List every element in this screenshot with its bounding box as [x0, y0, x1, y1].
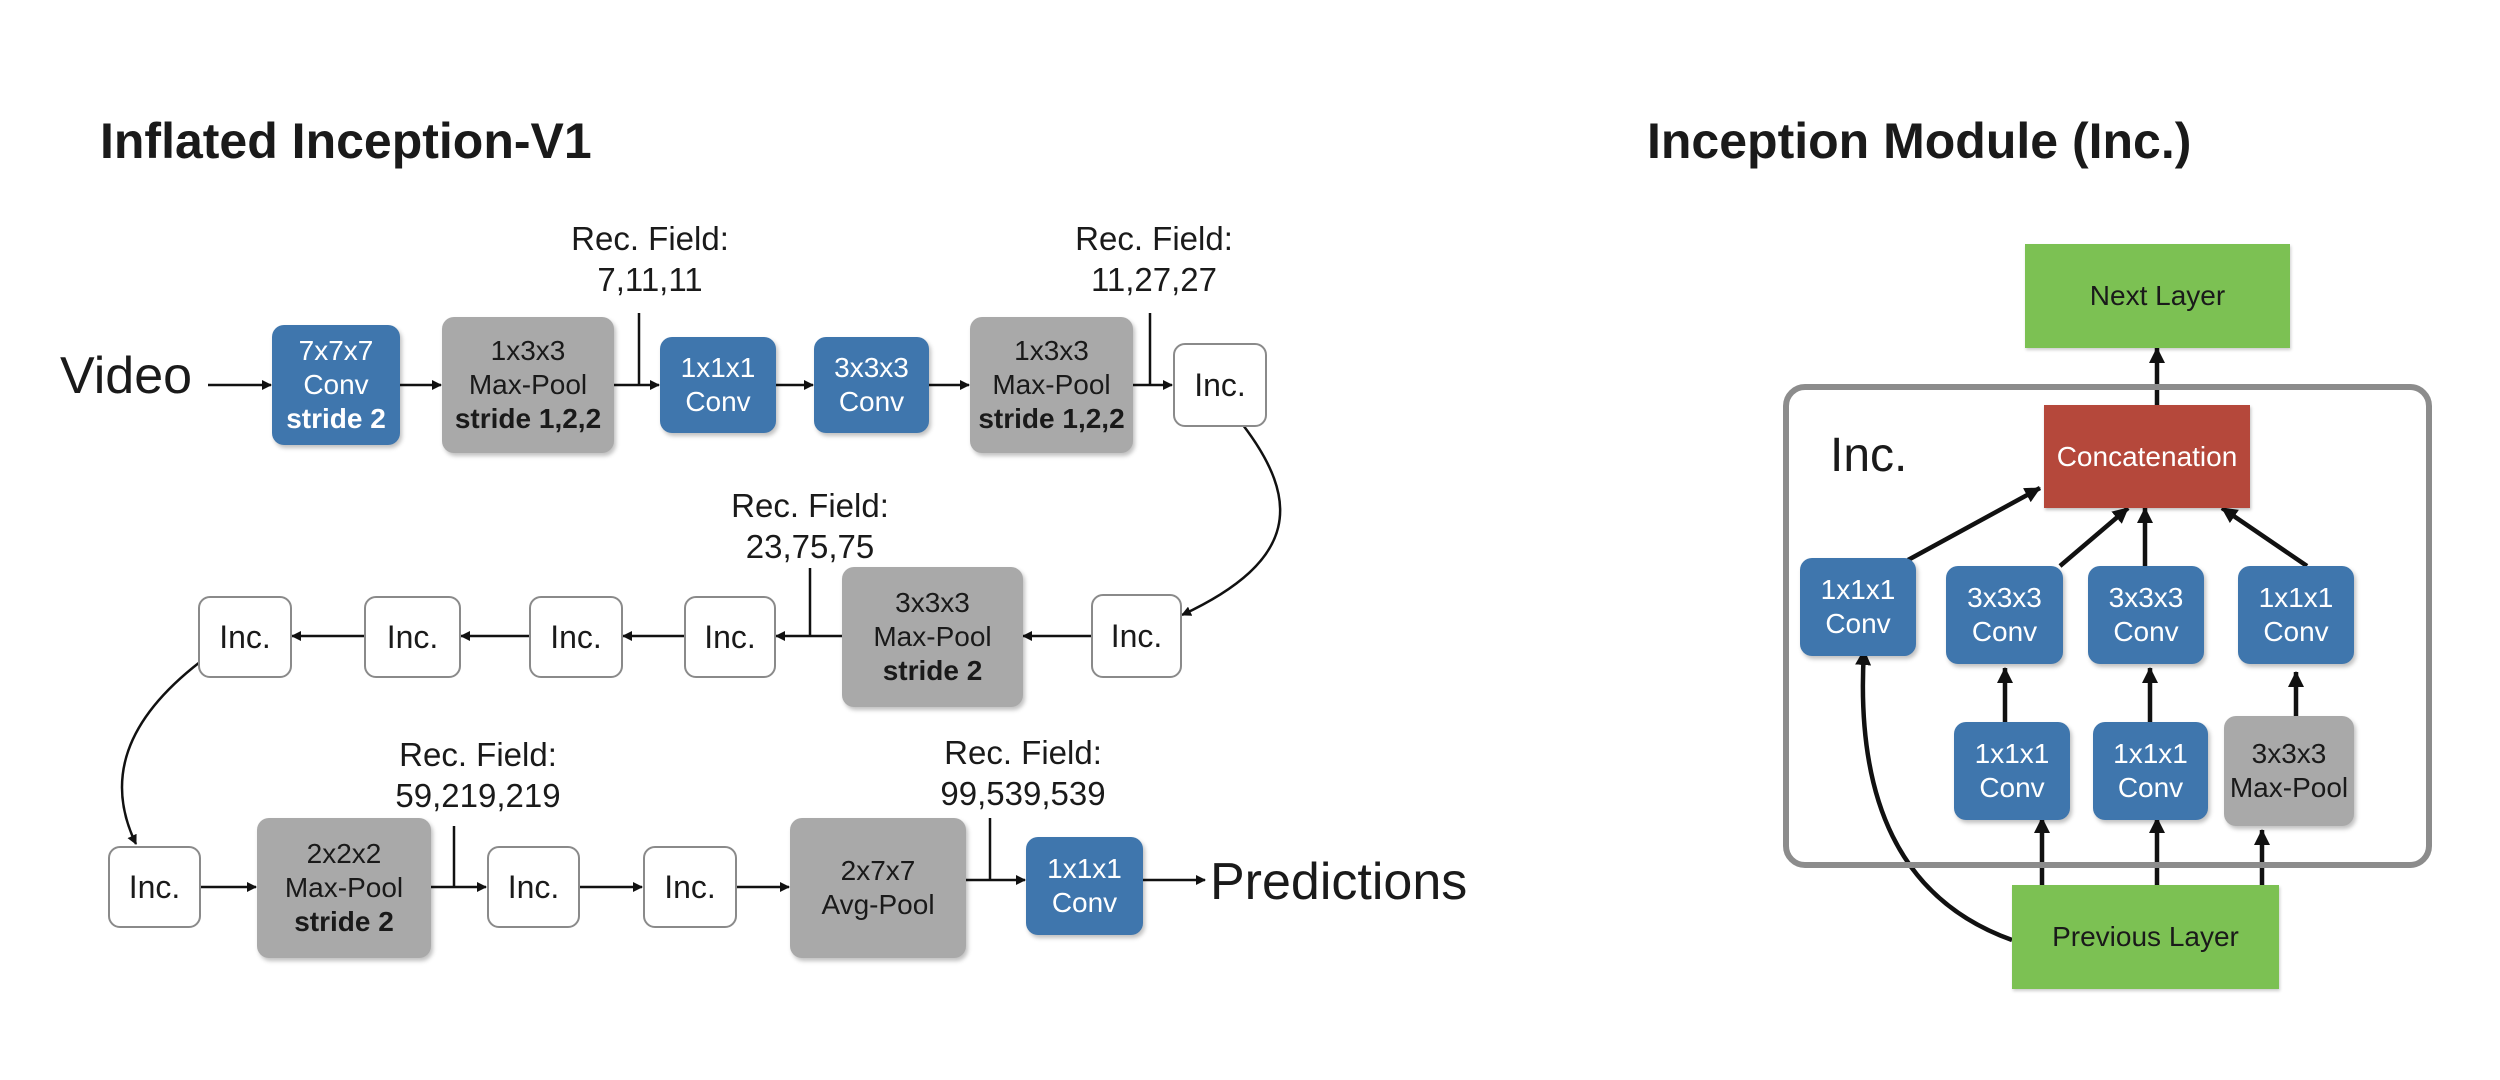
- box-line-1: 3x3x3: [2108, 582, 2184, 613]
- box-line-1: 1x1x1: [1974, 738, 2050, 769]
- module-conv-1x1x1-a: 1x1x1 Conv: [1800, 558, 1916, 656]
- box-line-1: 1x1x1: [680, 352, 756, 383]
- box-line-1: 2x7x7: [840, 855, 916, 886]
- arrow-conv-d-to-concat: [2220, 506, 2309, 568]
- conv-1x1x1-a: 1x1x1 Conv: [660, 337, 776, 433]
- inception-module-frame: [1783, 384, 2432, 868]
- box-line-2: Conv: [685, 386, 751, 417]
- rec-field-1-value: 7,11,11: [597, 261, 703, 298]
- rec-field-2: Rec. Field: 11,27,27: [1024, 218, 1284, 300]
- box-line-2: Conv: [2117, 772, 2184, 803]
- rec-field-2-label: Rec. Field:: [1075, 220, 1233, 257]
- module-conv-1x1x1-b: 1x1x1 Conv: [1954, 722, 2070, 820]
- module-conv-1x1x1-c: 1x1x1 Conv: [2093, 722, 2208, 820]
- conv-3x3x3-a: 3x3x3 Conv: [814, 337, 929, 433]
- arrow-conv-a-to-concat: [1906, 486, 2042, 562]
- box-line-3: stride 1,2,2: [978, 403, 1125, 434]
- box-line-3: stride 2: [294, 906, 394, 937]
- box-line-2: Conv: [1825, 608, 1891, 639]
- box-line-1: 3x3x3: [895, 587, 970, 618]
- rec-field-5-value: 99,539,539: [940, 775, 1106, 812]
- rec-field-5: Rec. Field: 99,539,539: [893, 732, 1153, 814]
- inc-r2-right: Inc.: [1091, 594, 1182, 678]
- conv-7x7x7-stride2: 7x7x7 Conv stride 2: [272, 325, 400, 445]
- box-line-1: 3x3x3: [834, 352, 909, 383]
- box-line-1: 1x1x1: [1047, 853, 1122, 884]
- box-line-2: Avg-Pool: [821, 889, 935, 920]
- inc-r1: Inc.: [1173, 343, 1267, 427]
- box-line-2: Max-Pool: [873, 621, 992, 652]
- rec-field-3-value: 23,75,75: [745, 528, 875, 565]
- box-line-2: Max-Pool: [2229, 772, 2349, 803]
- output-label-predictions: Predictions: [1210, 853, 1468, 911]
- maxpool-3x3x3-stride2: 3x3x3 Max-Pool stride 2: [842, 567, 1023, 707]
- inception-frame-label: Inc.: [1830, 429, 1908, 482]
- rec-field-3-label: Rec. Field:: [731, 487, 889, 524]
- inc-r3-a: Inc.: [108, 846, 201, 928]
- module-conv-3x3x3-b: 3x3x3 Conv: [2088, 566, 2204, 664]
- previous-layer-box: Previous Layer: [2012, 885, 2279, 989]
- arrow-row1-to-row2: [1181, 424, 1282, 617]
- next-layer-box: Next Layer: [2025, 244, 2290, 348]
- right-title: Inception Module (Inc.): [1647, 113, 2192, 169]
- box-line-3: stride 1,2,2: [454, 403, 602, 434]
- box-line-2: Conv: [1051, 887, 1118, 918]
- box-line-3: stride 2: [882, 655, 983, 686]
- rec-field-3: Rec. Field: 23,75,75: [680, 485, 940, 567]
- box-line-1: 7x7x7: [298, 335, 374, 366]
- box-line-1: 1x1x1: [2258, 582, 2334, 613]
- inc-r2-a: Inc.: [684, 596, 776, 678]
- box-line-2: Max-Pool: [468, 369, 588, 400]
- avgpool-2x7x7: 2x7x7 Avg-Pool: [790, 818, 966, 958]
- maxpool-2x2x2-stride2: 2x2x2 Max-Pool stride 2: [257, 818, 431, 958]
- module-maxpool-3x3x3: 3x3x3 Max-Pool: [2224, 716, 2354, 826]
- box-line-1: 3x3x3: [2251, 738, 2327, 769]
- box-line-1: 1x3x3: [1014, 335, 1089, 366]
- input-label-video: Video: [60, 347, 193, 405]
- concatenation-box: Concatenation: [2044, 405, 2250, 508]
- inc-r2-b: Inc.: [529, 596, 623, 678]
- maxpool-1x3x3-b: 1x3x3 Max-Pool stride 1,2,2: [970, 317, 1133, 453]
- inc-r2-d: Inc.: [198, 596, 292, 678]
- maxpool-1x3x3-a: 1x3x3 Max-Pool stride 1,2,2: [442, 317, 614, 453]
- inc-r3-b: Inc.: [487, 846, 580, 928]
- inc-r2-c: Inc.: [364, 596, 461, 678]
- rec-field-4-value: 59,219,219: [395, 777, 561, 814]
- box-line-1: 1x3x3: [490, 335, 566, 366]
- rec-field-4: Rec. Field: 59,219,219: [348, 734, 608, 816]
- box-line-2: Conv: [2113, 616, 2179, 647]
- rec-field-2-value: 11,27,27: [1090, 261, 1217, 298]
- inc-r3-c: Inc.: [643, 846, 737, 928]
- box-line-2: Max-Pool: [992, 369, 1111, 400]
- module-conv-3x3x3-a: 3x3x3 Conv: [1946, 566, 2063, 664]
- rec-field-1: Rec. Field: 7,11,11: [520, 218, 780, 300]
- arrow-row2-to-row3: [120, 661, 201, 845]
- rec-field-1-label: Rec. Field:: [571, 220, 729, 257]
- box-line-2: Conv: [838, 386, 905, 417]
- rec-field-4-label: Rec. Field:: [399, 736, 557, 773]
- left-title: Inflated Inception-V1: [100, 113, 592, 169]
- box-line-1: 2x2x2: [306, 838, 382, 869]
- conv-1x1x1-final: 1x1x1 Conv: [1026, 837, 1143, 935]
- box-line-2: Conv: [1979, 772, 2045, 803]
- box-line-1: 1x1x1: [1820, 574, 1896, 605]
- arrow-prev-to-conv-a: [1855, 649, 2013, 943]
- rec-field-5-label: Rec. Field:: [944, 734, 1102, 771]
- box-line-1: 1x1x1: [2113, 738, 2188, 769]
- box-line-1: 3x3x3: [1967, 582, 2042, 613]
- box-line-2: Conv: [2263, 616, 2329, 647]
- box-line-2: Conv: [1971, 616, 2038, 647]
- box-line-2: Max-Pool: [284, 872, 404, 903]
- box-line-2: Conv: [303, 369, 369, 400]
- arrow-conv-b-to-concat: [2058, 506, 2130, 568]
- module-conv-1x1x1-d: 1x1x1 Conv: [2238, 566, 2354, 664]
- box-line-3: stride 2: [286, 403, 386, 434]
